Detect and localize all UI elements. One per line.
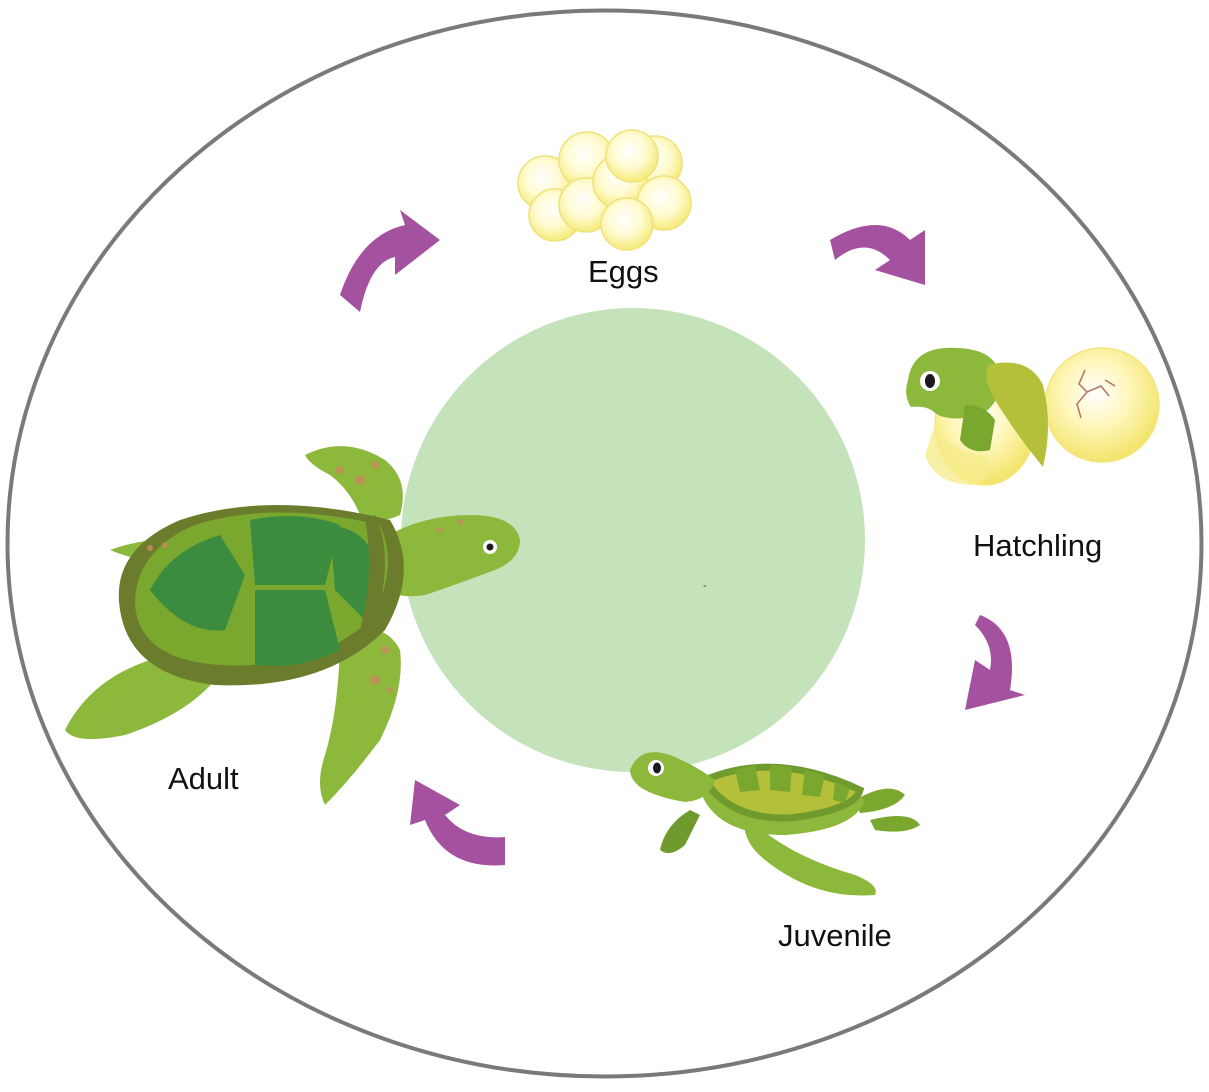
eggs-cluster-icon (518, 130, 691, 250)
center-mark: - (703, 580, 707, 592)
hatchling-turtle-icon (906, 348, 1159, 485)
stage-label-hatchling: Hatchling (973, 530, 1102, 561)
stage-label-adult: Adult (168, 763, 239, 794)
stage-label-eggs: Eggs (588, 256, 659, 287)
juvenile-turtle-icon (630, 752, 920, 895)
stage-label-juvenile: Juvenile (778, 920, 892, 951)
